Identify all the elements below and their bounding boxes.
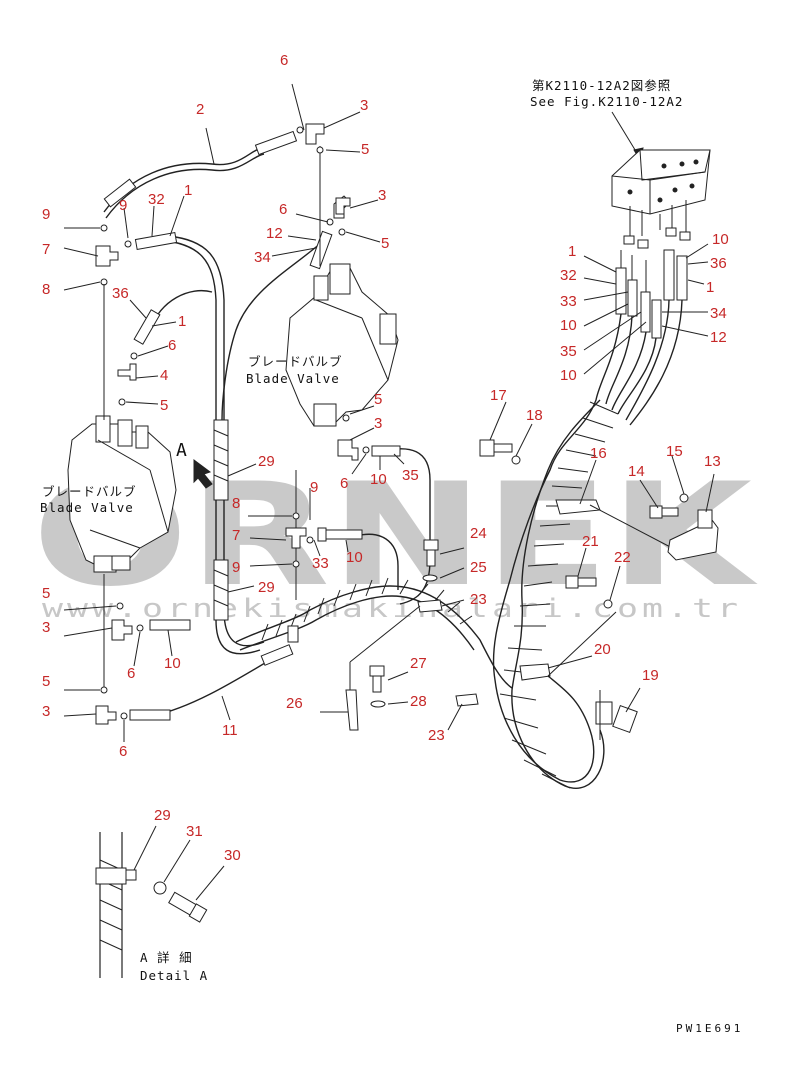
callout: 7: [232, 527, 240, 544]
callout: 6: [279, 201, 287, 218]
callout: 10: [346, 549, 363, 566]
callout: 12: [266, 225, 283, 242]
hose-bundle: [492, 299, 683, 789]
callout: 16: [590, 445, 607, 462]
callout: 22: [614, 549, 631, 566]
callout: 1: [706, 279, 714, 296]
view-arrow: [193, 459, 213, 489]
callout: 23: [428, 727, 445, 744]
callout: 24: [470, 525, 487, 542]
callout: 15: [666, 443, 683, 460]
callout: 1: [184, 182, 192, 199]
callout: 30: [224, 847, 241, 864]
callout: 3: [360, 97, 368, 114]
callout: 9: [42, 206, 50, 223]
callout: 10: [560, 367, 577, 384]
callout: 26: [286, 695, 303, 712]
callout: 36: [710, 255, 727, 272]
callout: 6: [168, 337, 176, 354]
callout: 32: [148, 191, 165, 208]
callout: 19: [642, 667, 659, 684]
callout: 25: [470, 559, 487, 576]
callout: 32: [560, 267, 577, 284]
callout: 9: [232, 559, 240, 576]
callout: 9: [310, 479, 318, 496]
callout: 3: [42, 703, 50, 720]
callout-numbers: 6 2 3 5 1 9 32 9 7 8 36 1 6 4 5 6 3 12 5…: [42, 52, 729, 864]
callout: 27: [410, 655, 427, 672]
callout: 9: [119, 197, 127, 214]
leader-lines: [63, 83, 715, 901]
callout: 12: [710, 329, 727, 346]
callout: 35: [402, 467, 419, 484]
reference-jp: 第K2110-12A2図参照: [532, 78, 671, 93]
right-valve-label-en: Blade Valve: [246, 371, 340, 386]
callout: 35: [560, 343, 577, 360]
callout: 2: [196, 101, 204, 118]
callout: 4: [160, 367, 168, 384]
callout: 29: [258, 453, 275, 470]
callout: 5: [160, 397, 168, 414]
detail-label-jp: A 詳 細: [140, 950, 193, 965]
callout: 6: [280, 52, 288, 69]
callout: 5: [374, 391, 382, 408]
callout: 3: [374, 415, 382, 432]
callout: 8: [42, 281, 50, 298]
callout: 10: [712, 231, 729, 248]
clamps-and-bolts: [345, 439, 719, 740]
detail-a: [95, 832, 208, 978]
callout: 7: [42, 241, 50, 258]
callout: 11: [222, 722, 238, 739]
right-fitting-cluster: [615, 249, 688, 339]
drawing-code: PW1E691: [676, 1022, 743, 1035]
callout: 34: [710, 305, 727, 322]
callout: 10: [370, 471, 387, 488]
view-marker-label: A: [176, 440, 188, 461]
left-valve-label-jp: ブレードバルブ: [42, 484, 137, 499]
left-valve-label-en: Blade Valve: [40, 500, 134, 515]
callout: 10: [560, 317, 577, 334]
callout: 8: [232, 495, 240, 512]
callout: 1: [178, 313, 186, 330]
callout: 10: [164, 655, 181, 672]
callout: 5: [42, 585, 50, 602]
watermark-url: www.ornekismakinalari.com.tr: [42, 594, 742, 624]
callout: 34: [254, 249, 271, 266]
callout: 3: [42, 619, 50, 636]
callout: 6: [119, 743, 127, 760]
callout: 36: [112, 285, 129, 302]
callout: 23: [470, 591, 487, 608]
small-fittings: [95, 146, 401, 725]
callout: 5: [42, 673, 50, 690]
callout: 28: [410, 693, 427, 710]
callout: 14: [628, 463, 645, 480]
callout: 5: [381, 235, 389, 252]
callout: 18: [526, 407, 543, 424]
right-valve-label-jp: ブレードバルブ: [248, 354, 343, 369]
callout: 3: [378, 187, 386, 204]
callout: 33: [312, 555, 329, 572]
control-valve-block: [611, 149, 711, 249]
detail-label-en: Detail A: [140, 968, 208, 983]
callout: 33: [560, 293, 577, 310]
callout: 29: [258, 579, 275, 596]
callout: 17: [490, 387, 507, 404]
callout: 6: [340, 475, 348, 492]
callout: 5: [361, 141, 369, 158]
callout: 6: [127, 665, 135, 682]
reference-en: See Fig.K2110-12A2: [530, 94, 683, 109]
right-blade-valve: [285, 263, 399, 427]
callout: 13: [704, 453, 721, 470]
callout: 20: [594, 641, 611, 658]
callout: 29: [154, 807, 171, 824]
left-blade-valve: [67, 415, 177, 573]
callout: 31: [186, 823, 203, 840]
callout: 1: [568, 243, 576, 260]
callout: 21: [582, 533, 599, 550]
